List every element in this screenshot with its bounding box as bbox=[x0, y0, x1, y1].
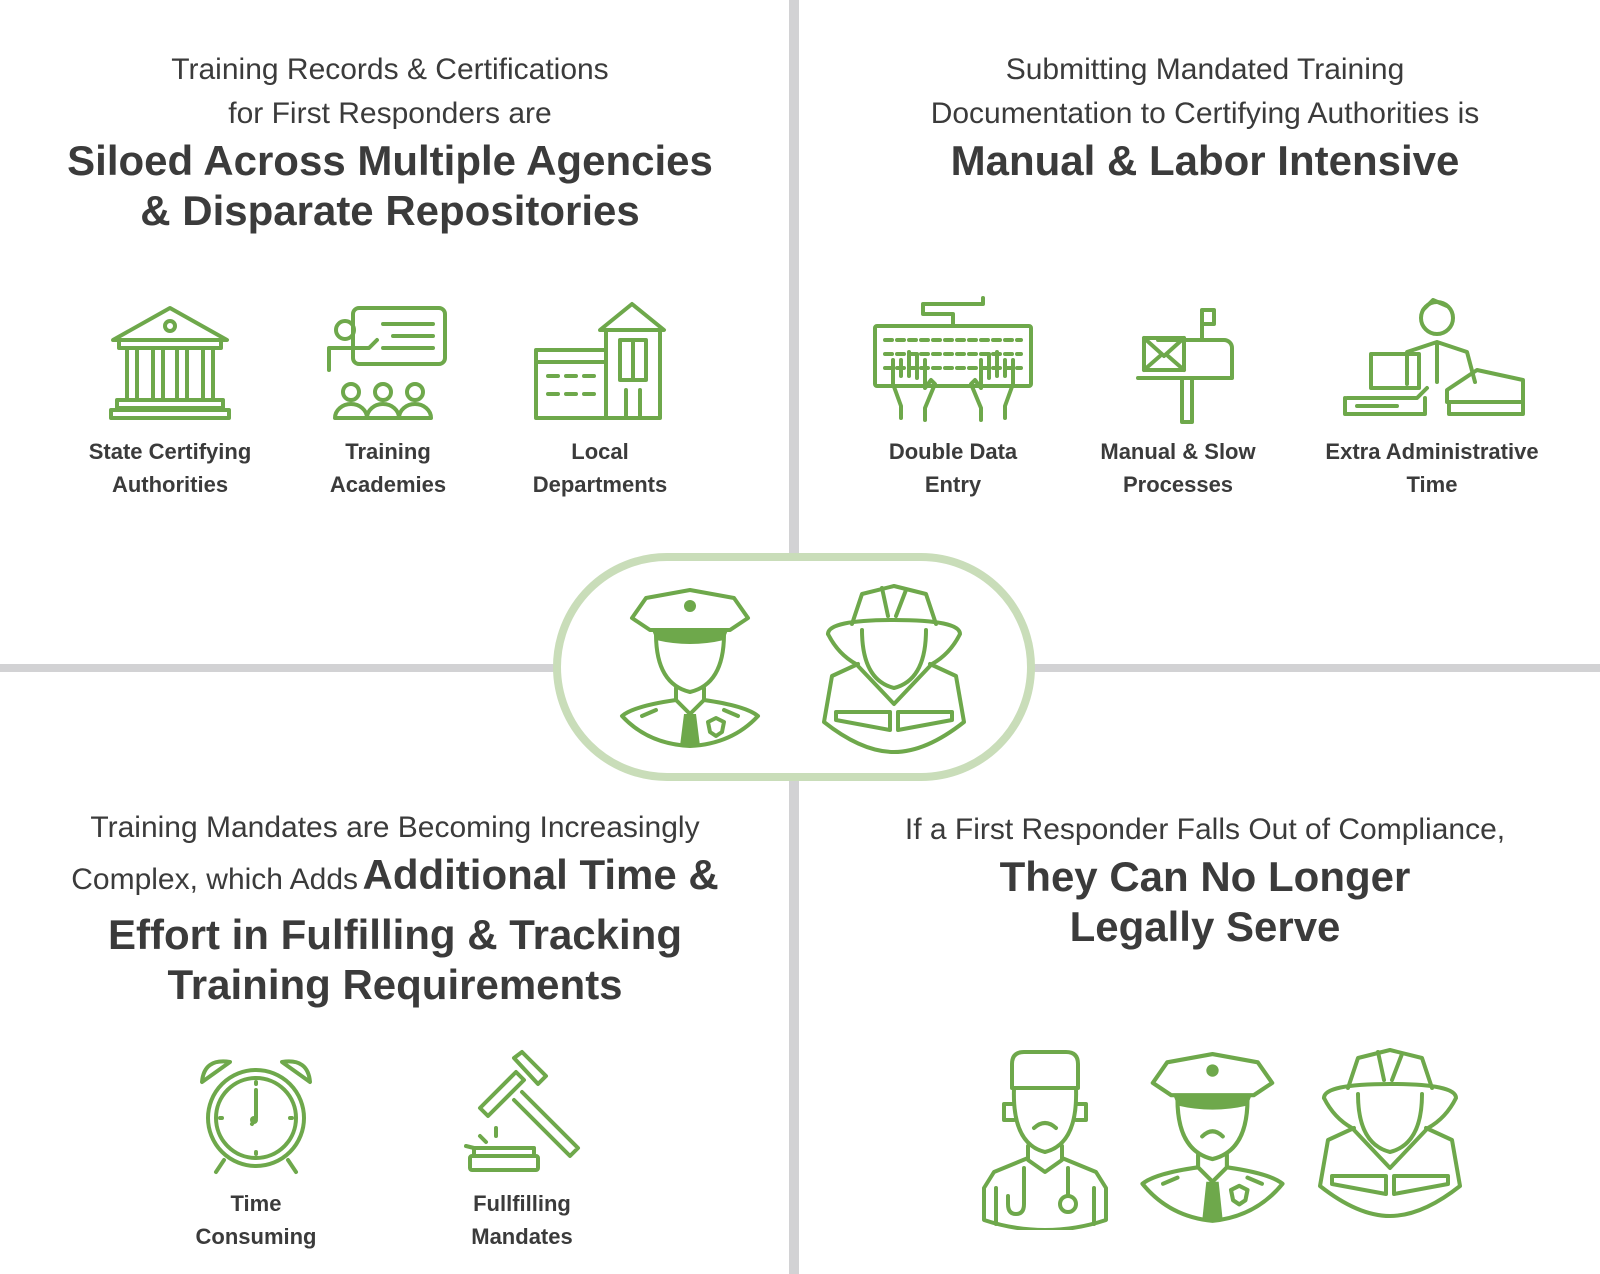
headline-line: Training Requirements bbox=[167, 961, 623, 1008]
local-building-icon bbox=[534, 302, 666, 420]
intro-line: Training Mandates are Becoming Increasin… bbox=[90, 811, 700, 844]
sad-firefighter-icon bbox=[1318, 1048, 1462, 1218]
intro-line: Complex, which Adds bbox=[71, 863, 359, 896]
top-left-title: Training Records & Certifications for Fi… bbox=[40, 48, 740, 236]
gavel-icon bbox=[463, 1050, 580, 1172]
alarm-clock-icon bbox=[199, 1059, 312, 1174]
bottom-left-title: Training Mandates are Becoming Increasin… bbox=[30, 806, 760, 1010]
intro-line: If a First Responder Falls Out of Compli… bbox=[904, 813, 1506, 846]
headline-line: Legally Serve bbox=[1069, 903, 1341, 950]
intro-line: Submitting Mandated Training bbox=[1005, 53, 1405, 86]
firefighter-icon bbox=[822, 584, 966, 754]
police-officer-icon bbox=[620, 588, 760, 748]
headline-line: They Can No Longer bbox=[999, 853, 1411, 900]
headline-line: & Disparate Repositories bbox=[140, 187, 640, 234]
headline-line: Additional Time & bbox=[362, 851, 719, 898]
overworked-clerk-icon bbox=[1343, 298, 1525, 416]
sad-police-officer-icon bbox=[1140, 1052, 1285, 1223]
training-presentation-icon bbox=[327, 306, 447, 420]
headline-line: Siloed Across Multiple Agencies bbox=[67, 137, 713, 184]
headline-line: Effort in Fulfilling & Tracking bbox=[108, 911, 682, 958]
bottom-right-title: If a First Responder Falls Out of Compli… bbox=[830, 808, 1580, 952]
top-right-title: Submitting Mandated Training Documentati… bbox=[830, 48, 1580, 186]
intro-line: for First Responders are bbox=[228, 97, 552, 130]
intro-line: Training Records & Certifications bbox=[171, 53, 609, 86]
mailbox-icon bbox=[1136, 308, 1234, 424]
intro-line: Documentation to Certifying Authorities … bbox=[930, 97, 1480, 130]
headline-line: Manual & Labor Intensive bbox=[950, 137, 1460, 184]
responders-pill bbox=[553, 553, 1035, 781]
sad-paramedic-icon bbox=[982, 1050, 1108, 1230]
keyboard-hands-icon bbox=[872, 296, 1033, 422]
government-building-icon bbox=[109, 306, 231, 420]
